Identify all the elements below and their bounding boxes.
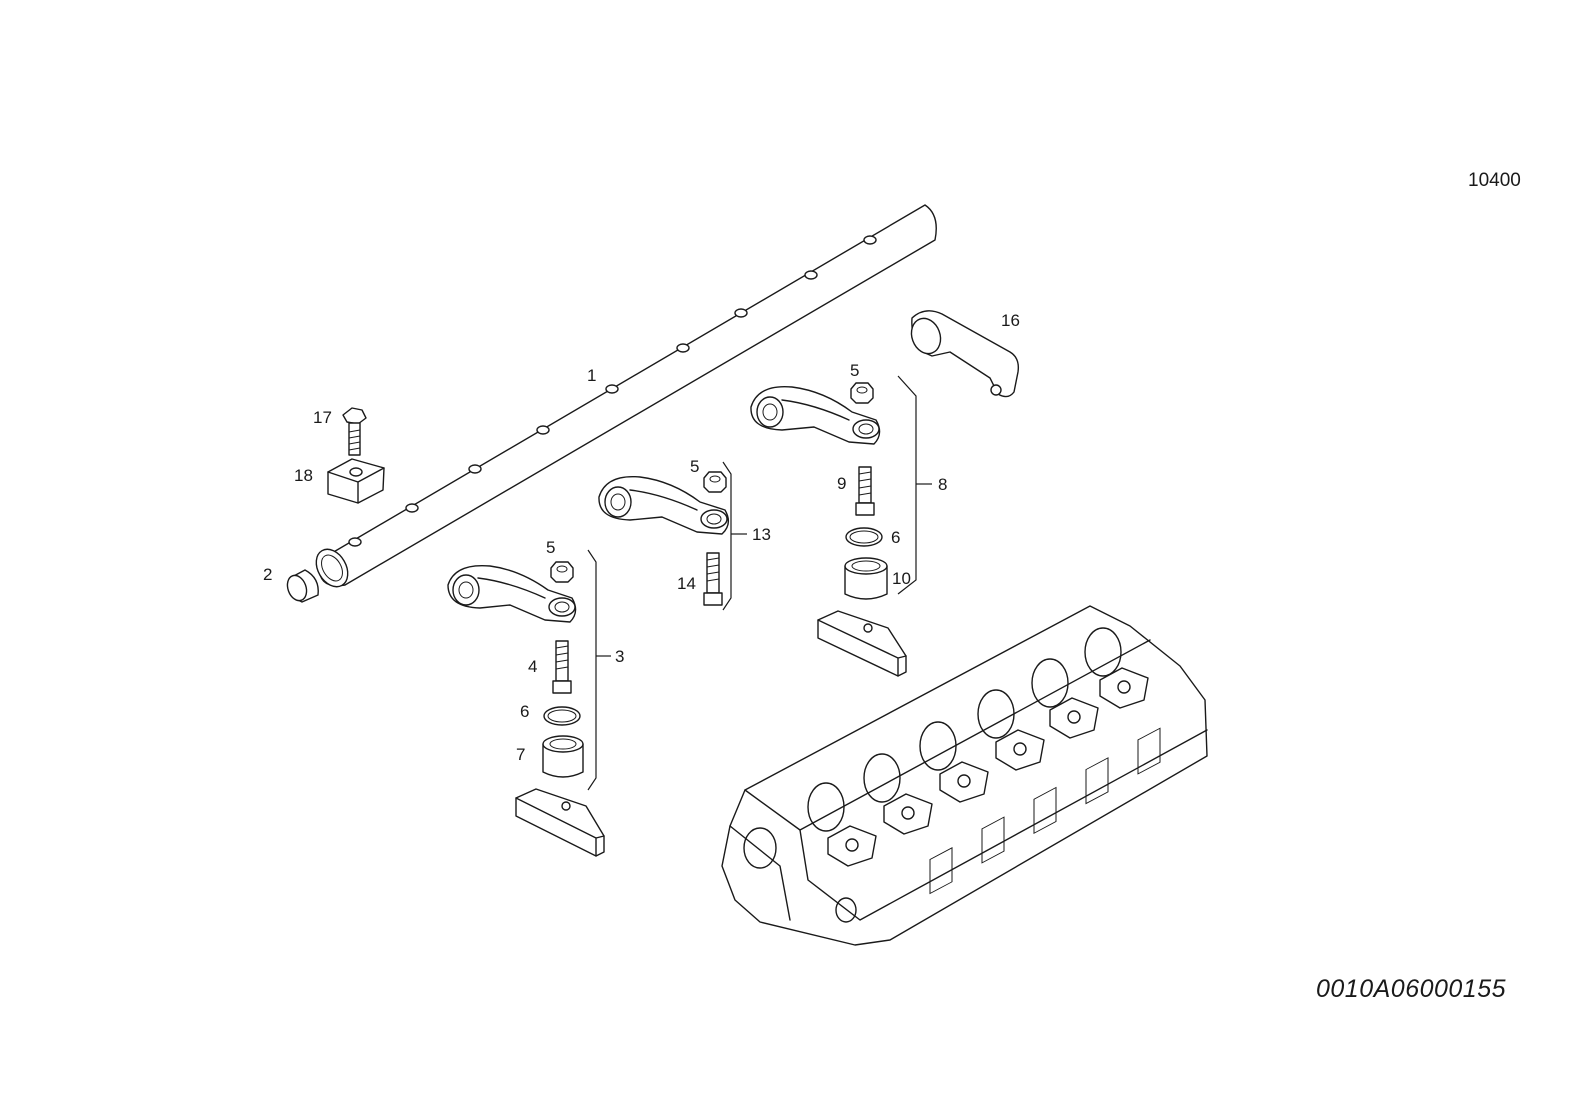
callout-10: 10 xyxy=(892,569,911,588)
callout-3: 3 xyxy=(615,647,624,666)
rocker-shaft xyxy=(315,204,937,588)
rocker-bracket-16 xyxy=(910,310,1020,398)
callout-14: 14 xyxy=(677,574,696,593)
nut-5-c xyxy=(850,382,874,404)
callout-17: 17 xyxy=(313,408,332,427)
callout-16: 16 xyxy=(1001,311,1020,330)
circlip-6-a xyxy=(543,706,581,726)
cylinder-head xyxy=(721,605,1208,946)
callout-1: 1 xyxy=(587,366,596,385)
callout-13: 13 xyxy=(752,525,771,544)
bushing-10 xyxy=(844,557,888,600)
adjusting-screw-4 xyxy=(552,640,572,694)
callout-6-a: 6 xyxy=(520,702,529,721)
page-code: 10400 xyxy=(1468,170,1521,191)
adjusting-screw-9 xyxy=(855,466,875,516)
callout-4: 4 xyxy=(528,657,537,676)
support-bolt xyxy=(342,407,367,456)
group-bracket-8 xyxy=(897,375,917,595)
callout-18: 18 xyxy=(294,466,313,485)
nut-5-b xyxy=(703,471,727,493)
shim-block-3 xyxy=(515,788,605,857)
drawing-code: 0010A06000155 xyxy=(1316,975,1507,1003)
rocker-arm-8 xyxy=(750,385,881,445)
shaft-plug xyxy=(286,569,319,603)
callout-2: 2 xyxy=(263,565,272,584)
rocker-arm-13 xyxy=(598,475,730,535)
callout-7: 7 xyxy=(516,745,525,764)
callout-5-b: 5 xyxy=(690,457,699,476)
shaft-support xyxy=(327,458,385,504)
group-bracket-13 xyxy=(722,461,732,611)
bushing-7 xyxy=(542,735,584,778)
callout-5-a: 5 xyxy=(546,538,555,557)
callout-9: 9 xyxy=(837,474,846,493)
group-bracket-3 xyxy=(587,549,597,791)
rocker-arm-3 xyxy=(447,564,577,623)
nut-5-a xyxy=(550,561,574,583)
callout-6-b: 6 xyxy=(891,528,900,547)
callout-5-c: 5 xyxy=(850,361,859,380)
shim-block-8 xyxy=(817,610,907,677)
adjusting-screw-14 xyxy=(703,552,723,606)
callout-8: 8 xyxy=(938,475,947,494)
circlip-6-b xyxy=(845,527,883,547)
